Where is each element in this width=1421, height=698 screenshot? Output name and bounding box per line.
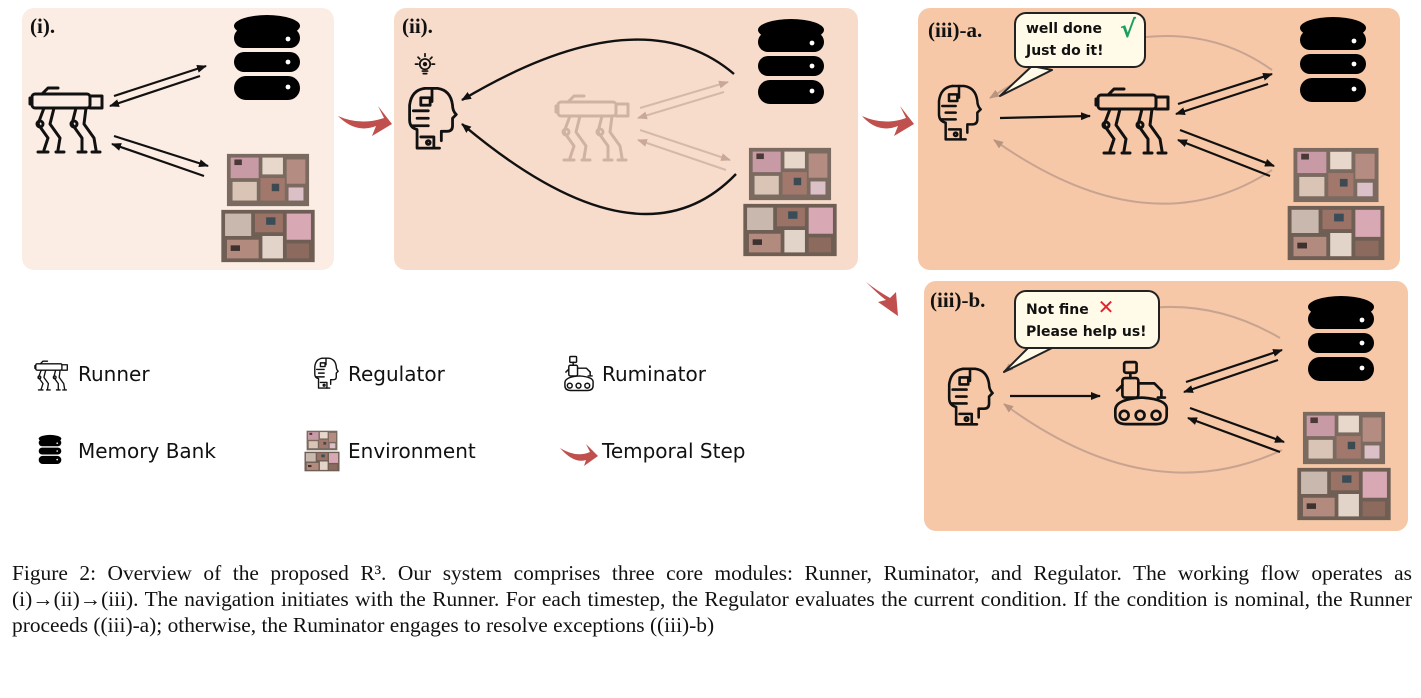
runner-icon-faded-panel-ii [554, 94, 630, 162]
temporal-step-arrow-2 [862, 106, 914, 136]
bubble-iii-a-line2: Just do it! [1026, 43, 1104, 59]
figure-caption: Figure 2: Overview of the proposed R³. O… [12, 560, 1412, 638]
memory-bank-icon-panel-i [234, 15, 300, 100]
legend-environment-icon [304, 430, 340, 472]
regulator-icon-panel-iii-a [937, 84, 983, 141]
environment-icon-panel-iii-b [1297, 411, 1391, 521]
panel-i-title: (i). [30, 14, 56, 38]
memory-bank-icon-panel-iii-a [1300, 17, 1366, 102]
legend-ruminator: Ruminator [602, 362, 706, 386]
environment-icon-panel-iii-a [1287, 147, 1385, 261]
bubble-iii-b-line1: Not fine [1026, 302, 1089, 318]
regulator-icon-panel-iii-b [947, 367, 994, 426]
bubble-iii-b-line2: Please help us! [1026, 324, 1147, 340]
bubble-iii-b: Not fine ✕ Please help us! [1014, 290, 1160, 349]
runner-icon-panel-iii-a [1094, 87, 1170, 155]
legend-memory-bank-label: Memory Bank [78, 439, 216, 463]
environment-icon-panel-ii [743, 147, 837, 257]
memory-bank-icon-panel-ii [758, 19, 824, 104]
legend-environment-label: Environment [348, 439, 476, 463]
legend-runner-icon [34, 360, 68, 391]
legend-runner-label: Runner [78, 362, 150, 386]
figure-caption-text: Figure 2: Overview of the proposed R³. O… [12, 561, 1412, 637]
legend-temporal-step-label: Temporal Step [602, 439, 746, 463]
legend-regulator: Regulator [348, 362, 445, 386]
cross-icon: ✕ [1097, 295, 1115, 319]
environment-icon-panel-i [221, 153, 315, 263]
bubble-iii-a: well done √ Just do it! [1014, 12, 1146, 68]
legend-environment: Environment [348, 439, 476, 463]
temporal-step-arrow-1 [338, 106, 392, 136]
legend-memory-bank-icon [38, 434, 62, 465]
regulator-icon-panel-ii [408, 86, 458, 150]
legend-ruminator-icon [564, 355, 594, 392]
ruminator-icon-panel-iii-b [1113, 360, 1169, 426]
idea-bulb-icon [414, 52, 436, 75]
legend-ruminator-label: Ruminator [602, 362, 706, 386]
bubble-iii-a-line1: well done [1026, 21, 1103, 37]
memory-bank-icon-panel-iii-b [1308, 296, 1374, 381]
legend-memory-bank: Memory Bank [78, 439, 216, 463]
runner-icon-panel-i [28, 86, 104, 154]
panel-ii-title: (ii). [402, 14, 433, 38]
legend-regulator-icon [314, 357, 339, 389]
legend-regulator-label: Regulator [348, 362, 445, 386]
legend-temporal-step-icon [560, 444, 598, 466]
check-icon: √ [1119, 15, 1136, 43]
panel-iii-a-title: (iii)-a. [928, 18, 983, 42]
panel-iii-b-title: (iii)-b. [930, 288, 986, 312]
legend-runner: Runner [78, 362, 150, 386]
temporal-step-arrow-3 [866, 282, 898, 316]
legend-temporal-step: Temporal Step [602, 439, 745, 463]
